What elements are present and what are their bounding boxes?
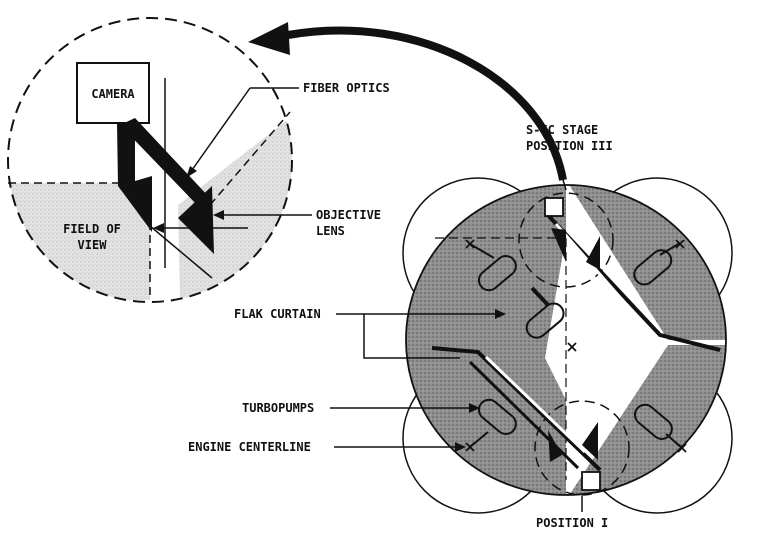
booster-base-view bbox=[402, 177, 733, 514]
camera-position-circle-iii bbox=[518, 192, 614, 288]
lens-iii-right bbox=[586, 236, 600, 270]
camera-label: CAMERA bbox=[91, 87, 135, 101]
camera-i bbox=[581, 471, 601, 491]
field-of-view-label-1: FIELD OF bbox=[63, 222, 121, 236]
engine-centerline-label: ENGINE CENTERLINE bbox=[188, 440, 311, 454]
callout-arrow bbox=[248, 22, 567, 181]
field-of-view-label-2: VIEW bbox=[78, 238, 108, 252]
objective-lens-label-2: LENS bbox=[316, 224, 345, 238]
objective-lens bbox=[178, 186, 214, 254]
objective-lens-label-1: OBJECTIVE bbox=[316, 208, 381, 222]
camera-iii bbox=[544, 197, 564, 217]
lens-i-left bbox=[548, 430, 562, 462]
flak-curtain-label: FLAK CURTAIN bbox=[234, 307, 321, 321]
fiber-optics-label: FIBER OPTICS bbox=[303, 81, 390, 95]
mount-wedge bbox=[118, 176, 152, 232]
lens-i-right bbox=[582, 422, 598, 460]
engine-centerline-marks bbox=[465, 239, 687, 453]
position-i-label: POSITION I bbox=[536, 516, 608, 530]
turbopumps bbox=[469, 242, 683, 449]
camera-mount bbox=[117, 123, 135, 186]
fiber-optics-bundle bbox=[120, 118, 210, 208]
camera-position-circle-i bbox=[534, 400, 630, 496]
booster-outline bbox=[405, 184, 727, 496]
stage-label-2: POSITION III bbox=[526, 139, 613, 153]
detail-inset: CAMERA FIELD OF VIEW bbox=[7, 17, 312, 303]
viewing-wedge-bright bbox=[545, 235, 664, 400]
booster-labels: FIBER OPTICS OBJECTIVE LENS S-IC STAGE P… bbox=[188, 81, 613, 530]
flak-curtain bbox=[431, 210, 721, 472]
turbopumps-label: TURBOPUMPS bbox=[242, 401, 314, 415]
detail-circle bbox=[7, 17, 293, 303]
booster-shade-left bbox=[406, 185, 566, 495]
lens-iii-left bbox=[551, 228, 566, 262]
field-of-view-shade bbox=[8, 183, 150, 300]
camera-box bbox=[76, 62, 150, 124]
stage-label-1: S-IC STAGE bbox=[526, 123, 598, 137]
